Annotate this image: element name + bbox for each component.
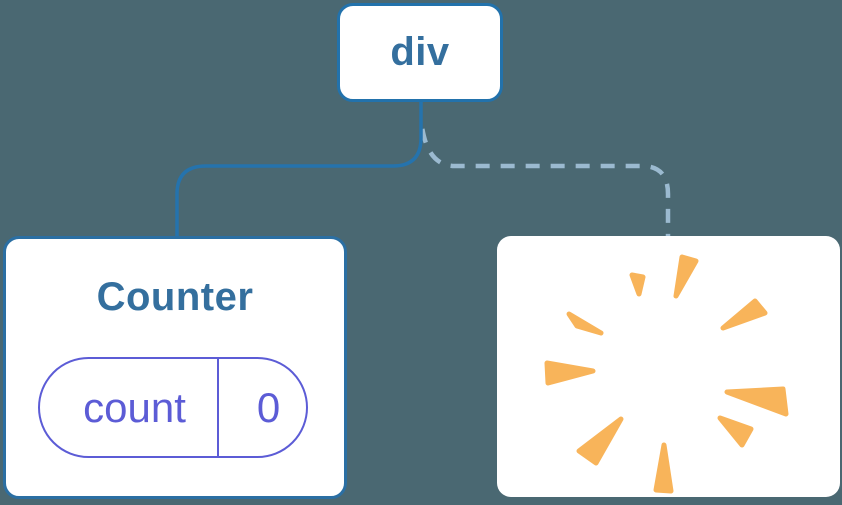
removed-node [497, 236, 840, 497]
root-node: div [337, 3, 503, 102]
poof-ray [544, 360, 596, 386]
poof-ray [576, 416, 624, 466]
state-key-cell: count [40, 359, 219, 456]
poof-ray [724, 386, 789, 417]
counter-node: Counter count 0 [3, 236, 347, 499]
root-node-label: div [390, 30, 450, 74]
dashed-connector-removed-child [418, 117, 671, 240]
poof-burst-icon [544, 254, 789, 494]
state-key-label: count [83, 383, 186, 431]
poof-ray [566, 311, 604, 336]
solid-connector-kept-child [175, 101, 423, 240]
state-value-cell: 0 [219, 359, 306, 456]
poof-ray [673, 254, 699, 299]
state-value: 0 [256, 383, 281, 431]
poof-ray [717, 415, 754, 448]
poof-ray [720, 298, 768, 331]
counter-node-title: Counter [96, 275, 254, 319]
poof-ray [629, 272, 646, 297]
poof-ray [653, 442, 674, 494]
state-pill: count 0 [38, 357, 308, 458]
